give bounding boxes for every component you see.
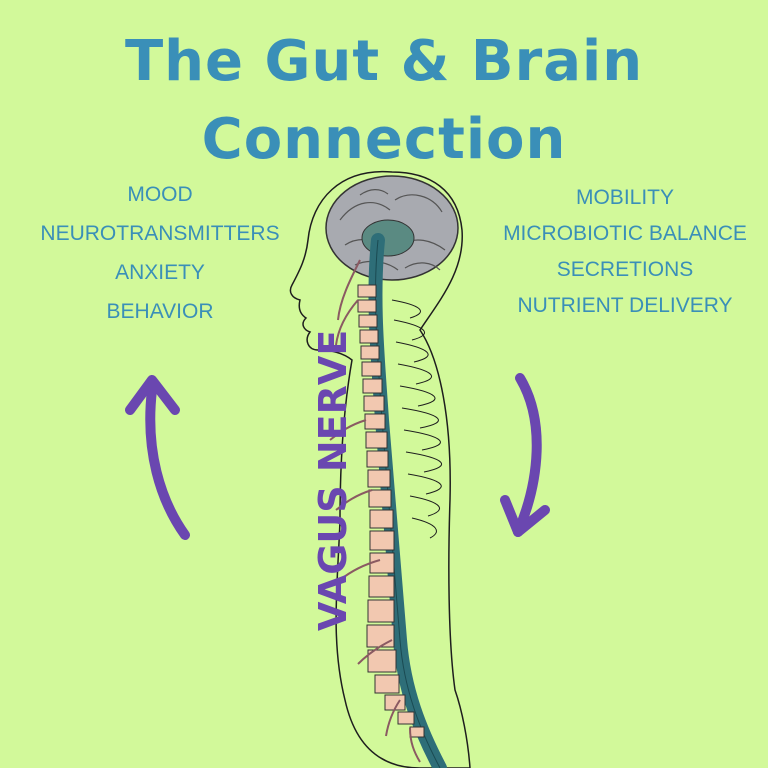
brain-function-item: ANXIETY — [115, 261, 205, 284]
rib-lines — [391, 299, 443, 539]
title-line-2: Connection — [201, 107, 567, 172]
downward-arrow — [513, 373, 542, 537]
brain-function-list: MOOD NEUROTRANSMITTERS ANXIETY BEHAVIOR — [10, 175, 310, 331]
vertebrae — [357, 284, 425, 738]
brain-function-item: MOOD — [127, 183, 193, 206]
gut-function-item: MICROBIOTIC BALANCE — [503, 222, 747, 245]
upward-arrow-head — [125, 375, 180, 415]
brainstem-region — [361, 219, 415, 257]
body-outline — [289, 170, 471, 768]
brain-function-item: BEHAVIOR — [106, 300, 214, 323]
title-line-1: The Gut & Brain — [124, 29, 644, 94]
gut-function-item: SECRETIONS — [556, 258, 694, 281]
brain-function-item: NEUROTRANSMITTERS — [40, 222, 280, 245]
vagus-nerve-label: VAGUS NERVE — [311, 329, 355, 631]
gut-function-item: NUTRIENT DELIVERY — [517, 294, 733, 317]
gut-function-item: MOBILITY — [575, 186, 675, 209]
upward-arrow — [145, 385, 190, 540]
downward-arrow-head — [500, 495, 550, 537]
vagus-nerve-branches — [329, 259, 421, 763]
gut-function-list: MOBILITY MICROBIOTIC BALANCE SECRETIONS … — [490, 180, 760, 324]
